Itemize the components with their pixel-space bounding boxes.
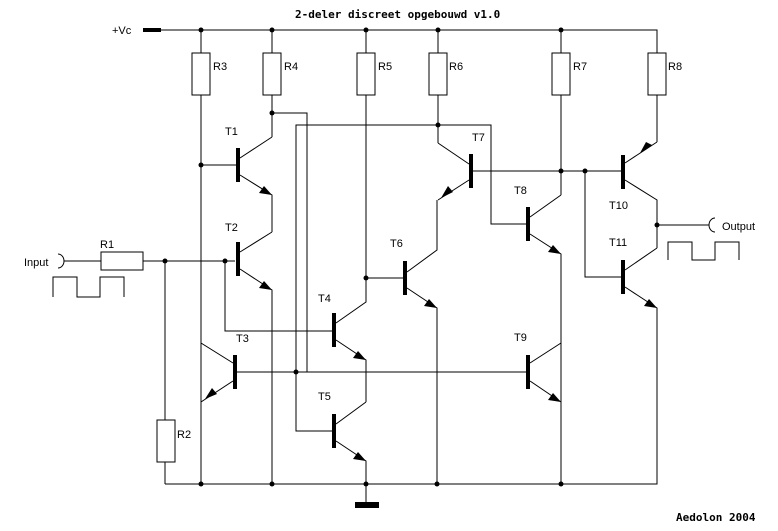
input-connector-icon[interactable] (57, 253, 65, 269)
transistor-t8: T8 (514, 185, 562, 484)
svg-text:T9: T9 (514, 332, 527, 344)
svg-text:R4: R4 (284, 61, 298, 73)
transistor-t11: T11 (584, 171, 658, 410)
input-label: Input (24, 257, 48, 269)
svg-text:R6: R6 (449, 61, 463, 73)
transistor-t2: T2 (225, 222, 273, 484)
transistor-t1: T1 (201, 126, 273, 232)
transistor-t9: T9 (514, 332, 562, 403)
resistor-r3: R3 (191, 30, 227, 163)
svg-text:T4: T4 (318, 293, 331, 305)
ground-rail (165, 410, 658, 485)
svg-text:R5: R5 (378, 61, 392, 73)
supply-terminal (143, 28, 161, 32)
transistor-t6: T6 (366, 200, 438, 484)
output-label: Output (722, 221, 755, 233)
svg-text:R8: R8 (668, 61, 682, 73)
supply-label: +Vc (112, 25, 132, 37)
svg-text:T2: T2 (225, 222, 238, 234)
svg-text:T3: T3 (236, 333, 249, 345)
ground-terminal (355, 502, 379, 508)
resistor-r5: R5 (356, 30, 392, 278)
transistor-t5: T5 (295, 372, 367, 484)
svg-text:T8: T8 (514, 185, 527, 197)
output-connector-icon[interactable] (708, 217, 716, 233)
svg-text:T1: T1 (225, 126, 238, 138)
svg-text:R2: R2 (177, 429, 191, 441)
schematic-title: 2-deler discreet opgebouwd v1.0 (295, 8, 500, 21)
svg-text:T11: T11 (609, 237, 627, 249)
svg-text:R7: R7 (573, 61, 587, 73)
input-waveform-icon (52, 276, 125, 298)
credit-text: Aedolon 2004 (676, 511, 756, 524)
svg-text:T10: T10 (609, 200, 628, 212)
supply-rail (161, 29, 658, 34)
svg-text:R1: R1 (100, 239, 114, 251)
transistor-t7: T7 (437, 132, 622, 201)
output-waveform-icon (667, 241, 740, 261)
resistor-r1: R1 (64, 239, 235, 271)
transistor-t4: T4 (318, 278, 367, 402)
svg-text:T7: T7 (472, 132, 485, 144)
svg-text:T6: T6 (390, 238, 403, 250)
svg-text:T5: T5 (318, 391, 331, 403)
transistor-t3: T3 (200, 163, 528, 484)
resistor-r4: R4 (262, 30, 298, 137)
resistor-r8: R8 (647, 34, 682, 142)
resistor-r7: R7 (551, 30, 587, 195)
svg-text:R3: R3 (213, 61, 227, 73)
resistor-r6: R6 (428, 30, 463, 143)
transistor-t10: T10 (609, 141, 658, 248)
resistor-r2: R2 (156, 261, 191, 484)
